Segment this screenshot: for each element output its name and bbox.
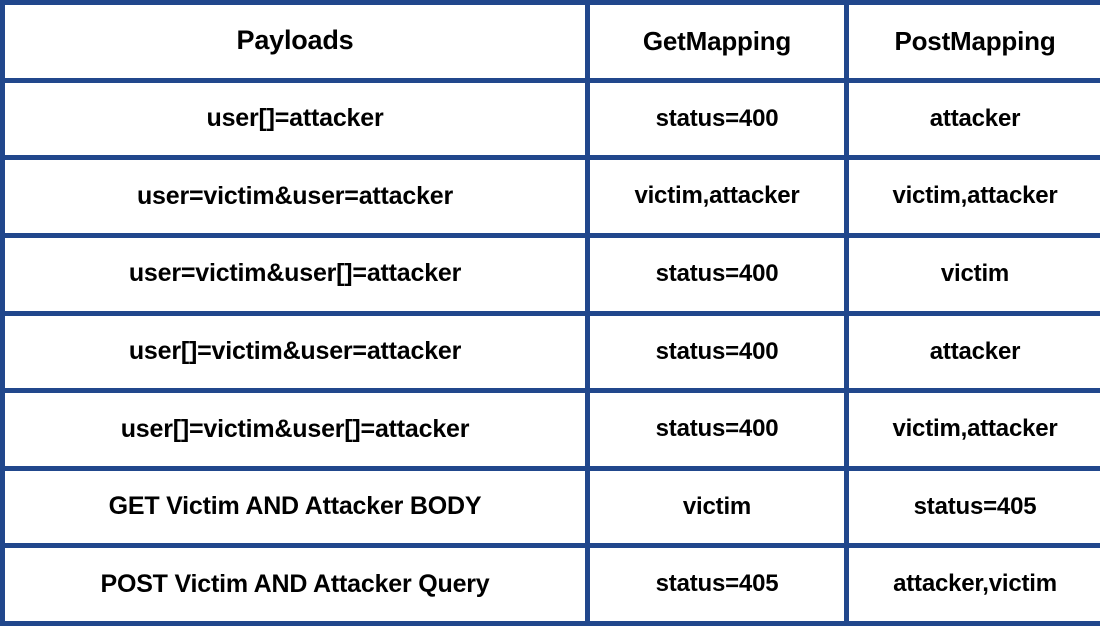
table-cell: status=400 [590, 82, 849, 161]
column-header-postmapping: PostMapping [849, 5, 1100, 83]
table-cell: victim [590, 470, 849, 549]
table-cell: user=victim&user=attacker [5, 160, 590, 238]
table-cell: attacker [849, 82, 1100, 161]
table-cell: victim [849, 237, 1100, 316]
table-cell: user[]=victim&user=attacker [5, 315, 590, 394]
table-cell: POST Victim AND Attacker Query [5, 548, 590, 626]
table-cell: status=400 [590, 393, 849, 471]
table-cell: attacker,victim [849, 548, 1100, 626]
table-cell: user[]=victim&user[]=attacker [5, 393, 590, 471]
table-cell: status=400 [590, 237, 849, 316]
table-cell: victim,attacker [849, 160, 1100, 238]
table-cell: victim,attacker [590, 160, 849, 238]
table-cell: victim,attacker [849, 393, 1100, 471]
table-cell: status=405 [590, 548, 849, 626]
table-cell: status=405 [849, 470, 1100, 549]
table-cell: attacker [849, 315, 1100, 394]
table-cell: GET Victim AND Attacker BODY [5, 470, 590, 549]
column-header-payloads: Payloads [5, 5, 590, 83]
table-cell: user[]=attacker [5, 82, 590, 161]
column-header-getmapping: GetMapping [590, 5, 849, 83]
table-cell: user=victim&user[]=attacker [5, 237, 590, 316]
table-cell: status=400 [590, 315, 849, 394]
